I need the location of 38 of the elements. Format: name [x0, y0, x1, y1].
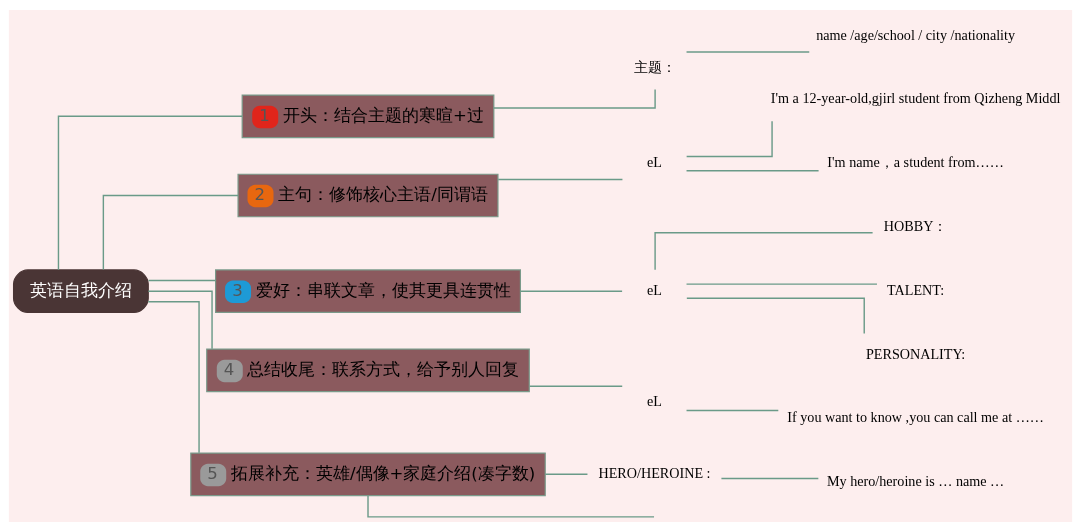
node-text: I'm a 12-year-old,gjirl student from Qizheng Middl	[770, 90, 1061, 107]
node-text: TALENT:	[887, 281, 945, 298]
node-text: PERSONALITY:	[865, 345, 966, 362]
connector	[685, 283, 878, 285]
connector	[544, 473, 589, 476]
connector	[685, 169, 820, 172]
connector	[147, 290, 213, 350]
node-text: eL	[647, 392, 662, 409]
connector	[685, 120, 773, 158]
node-text: eL	[647, 154, 662, 171]
connector	[147, 279, 216, 282]
node-text: If you want to know ,you can call me at ……	[787, 409, 1044, 426]
node-box: 英语自我介绍	[13, 269, 149, 314]
connector	[57, 115, 243, 271]
connector	[147, 301, 200, 454]
connector	[528, 385, 623, 387]
connector	[497, 178, 624, 181]
connector	[519, 290, 623, 292]
connector	[686, 297, 865, 335]
connector	[654, 232, 874, 271]
node-text: 主题：	[633, 58, 676, 75]
node-box: 2 主句：修饰核心主语/同谓语	[237, 173, 499, 218]
node-text: My hero/heroine is … name …	[826, 473, 1005, 490]
node-text: I'm name，a student from……	[827, 154, 1004, 171]
node-box: 4 总结收尾：联系方式，给予别人回复	[206, 348, 530, 393]
node-text: eL	[647, 281, 662, 298]
node-text: HERO/HEROINE :	[598, 464, 711, 481]
connector	[102, 194, 239, 271]
connector	[685, 51, 810, 53]
connector	[685, 409, 779, 412]
node-box: 5 拓展补充：英雄/偶像+家庭介绍(凑字数)	[190, 452, 546, 497]
node-text: HOBBY：	[883, 218, 948, 235]
connector	[493, 88, 656, 109]
node-text: name /age/school / city /nationality	[816, 26, 1016, 43]
node-box: 1 开头：结合主题的寒暄+过	[241, 94, 495, 139]
connector	[367, 495, 655, 518]
connector	[720, 477, 820, 480]
node-box: 3 爱好：串联文章，使其更具连贯性	[215, 269, 521, 314]
